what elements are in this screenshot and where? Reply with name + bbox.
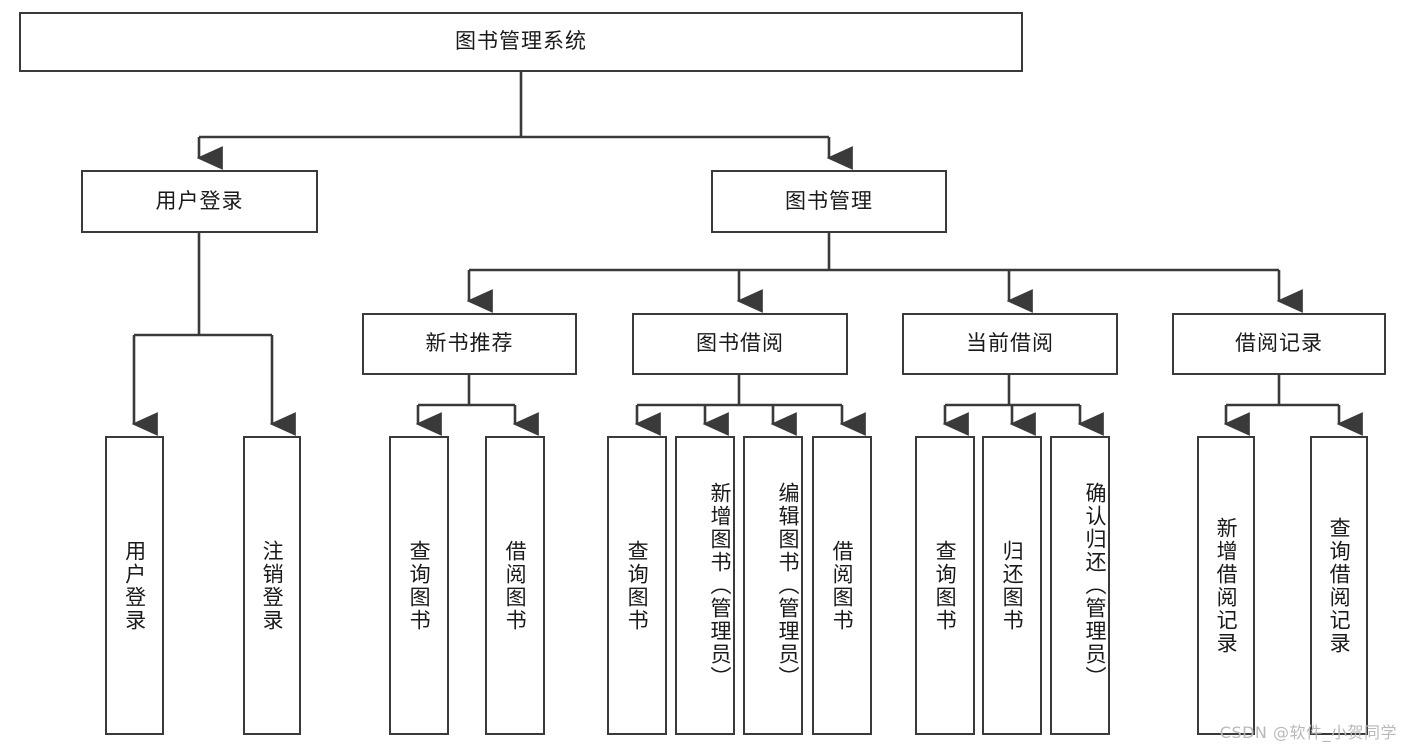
watermark: CSDN @软件_小贺同学 — [1219, 723, 1397, 742]
node-current-borrow[interactable]: 当前借阅 — [902, 313, 1118, 375]
node-new-book-recommend[interactable]: 新书推荐 — [362, 313, 577, 375]
leaf-add-book-admin-label: 新增图书（管理员） — [708, 482, 732, 689]
node-user-login[interactable]: 用户登录 — [81, 170, 318, 233]
node-book-borrow[interactable]: 图书借阅 — [632, 313, 848, 375]
leaf-query-book-1[interactable]: 查询图书 — [389, 436, 449, 735]
leaf-query-borrow-record-label: 查询借阅记录 — [1327, 516, 1352, 655]
node-root[interactable]: 图书管理系统 — [19, 12, 1023, 72]
node-borrow-record-label: 借阅记录 — [1235, 331, 1323, 356]
leaf-edit-book-admin[interactable]: 编辑图书（管理员） — [743, 436, 803, 735]
node-book-manage[interactable]: 图书管理 — [711, 170, 947, 233]
leaf-user-login-label: 用户登录 — [122, 539, 147, 632]
node-borrow-record[interactable]: 借阅记录 — [1172, 313, 1386, 375]
leaf-confirm-return-admin-label: 确认归还（管理员） — [1083, 482, 1107, 689]
leaf-return-book-label: 归还图书 — [1000, 539, 1025, 632]
leaf-user-logout[interactable]: 注销登录 — [243, 436, 301, 735]
leaf-query-book-3-label: 查询图书 — [933, 539, 958, 632]
leaf-user-logout-label: 注销登录 — [260, 539, 285, 632]
leaf-query-book-3[interactable]: 查询图书 — [915, 436, 975, 735]
node-user-login-label: 用户登录 — [155, 188, 244, 213]
leaf-query-book-2-label: 查询图书 — [625, 539, 650, 632]
node-new-book-recommend-label: 新书推荐 — [425, 331, 514, 356]
leaf-confirm-return-admin[interactable]: 确认归还（管理员） — [1050, 436, 1110, 735]
leaf-return-book[interactable]: 归还图书 — [982, 436, 1042, 735]
node-book-borrow-label: 图书借阅 — [696, 331, 784, 356]
leaf-add-borrow-record-label: 新增借阅记录 — [1214, 516, 1239, 655]
leaf-query-book-1-label: 查询图书 — [407, 539, 432, 632]
node-root-label: 图书管理系统 — [455, 29, 587, 54]
leaf-query-book-2[interactable]: 查询图书 — [607, 436, 667, 735]
leaf-borrow-book-1-label: 借阅图书 — [503, 539, 528, 632]
node-book-manage-label: 图书管理 — [785, 188, 873, 213]
leaf-add-book-admin[interactable]: 新增图书（管理员） — [675, 436, 735, 735]
node-current-borrow-label: 当前借阅 — [966, 331, 1054, 356]
leaf-user-login[interactable]: 用户登录 — [105, 436, 164, 735]
leaf-query-borrow-record[interactable]: 查询借阅记录 — [1310, 436, 1368, 735]
leaf-borrow-book-1[interactable]: 借阅图书 — [485, 436, 545, 735]
leaf-add-borrow-record[interactable]: 新增借阅记录 — [1197, 436, 1255, 735]
leaf-edit-book-admin-label: 编辑图书（管理员） — [776, 482, 800, 689]
leaf-borrow-book-2[interactable]: 借阅图书 — [812, 436, 872, 735]
leaf-borrow-book-2-label: 借阅图书 — [830, 539, 855, 632]
